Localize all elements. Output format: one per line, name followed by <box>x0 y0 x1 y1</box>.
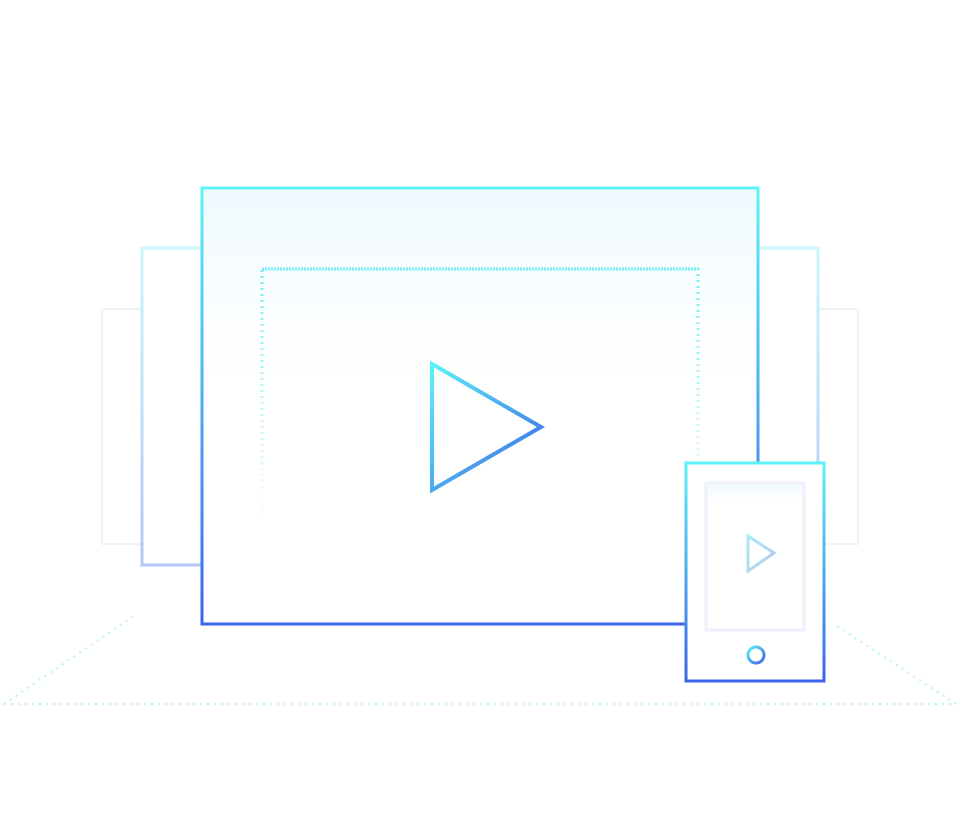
inner-dotted-frame <box>260 267 700 530</box>
phone <box>684 461 826 683</box>
main-screen-glow <box>204 190 756 622</box>
phone-play-icon <box>746 533 777 574</box>
floor-lines <box>3 615 957 705</box>
home-button-icon <box>746 645 766 665</box>
play-icon <box>430 360 545 494</box>
phone-screen-glow <box>708 485 802 525</box>
